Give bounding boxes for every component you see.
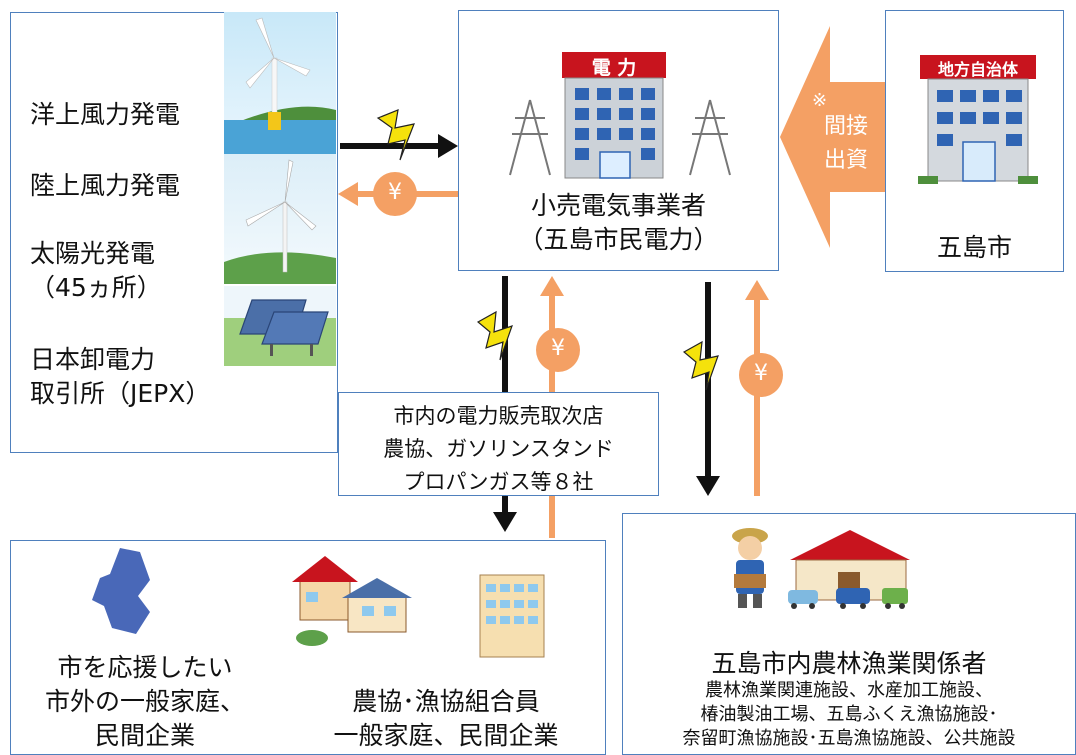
investment-note-mark: ※ [812,90,828,111]
source-jepx-line2: 取引所（JEPX） [30,379,211,408]
agency-title: 市内の電力販売取次店 [393,404,604,428]
outside-supporters-line1: 市を応援したい [57,653,233,682]
source-offshore-wind: 洋上風力発電 [30,100,181,129]
fishery-facilities-line2: 椿油製油工場、五島ふくえ漁協施設･ [700,704,998,725]
sales-agency-box [338,392,659,496]
source-jepx-line1: 日本卸電力 [30,345,156,374]
investment-label-line1: 間接 [824,114,869,139]
retailer-subname: （五島市民電力） [518,225,719,254]
yen-symbol-agency: ¥ [551,336,565,361]
fishery-facilities-line1: 農林漁業関連施設、水産加工施設、 [705,680,993,701]
source-solar: 太陽光発電 [30,239,156,268]
fishery-title: 五島市内農林漁業関係者 [711,649,987,678]
fishery-facilities-line3: 奈留町漁協施設･五島漁協施設、公共施設 [682,728,1016,749]
source-solar-count: （45ヵ所） [30,273,162,302]
investment-label-line2: 出資 [824,148,869,173]
outside-supporters-line3: 民間企業 [94,721,195,750]
outside-supporters-line2: 市外の一般家庭、 [44,687,245,716]
retailer-sign: 電 力 [591,57,637,79]
yen-symbol-fishery: ¥ [754,361,768,386]
agency-members: 農協、ガソリンスタンド [383,437,614,461]
retailer-name: 小売電気事業者 [530,191,706,220]
local-members-line1: 農協･漁協組合員 [352,687,540,716]
city-name: 五島市 [936,233,1012,262]
agency-count: プロパンガス等８社 [403,470,594,494]
local-members-line2: 一般家庭、民間企業 [333,721,559,750]
municipal-sign: 地方自治体 [937,60,1018,79]
yen-symbol-sources: ¥ [388,180,402,205]
source-onshore-wind: 陸上風力発電 [30,171,181,200]
